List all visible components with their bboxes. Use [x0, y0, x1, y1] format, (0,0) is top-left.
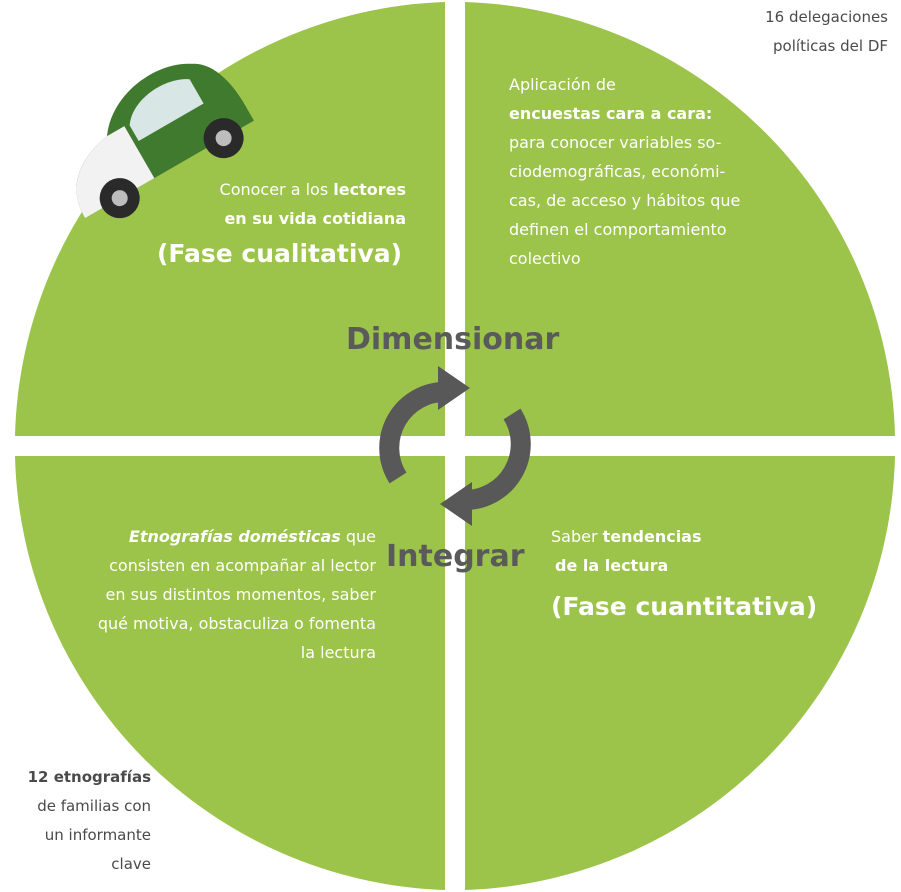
q2-text: Aplicación de encuestas cara a cara: par…	[509, 70, 789, 273]
q2-line7: colectivo	[509, 249, 581, 268]
quadrant-top-left	[15, 2, 445, 436]
note-top-right: 16 delegaciones políticas del DF	[720, 3, 888, 61]
q3-line1-a: Etnografías domésticas	[128, 527, 341, 546]
cycle-arrows-icon	[379, 381, 531, 511]
q3-line5: la lectura	[300, 643, 376, 662]
q4-line1-b: tendencias	[602, 527, 702, 546]
quadrant-bottom-right	[465, 456, 895, 890]
q4-text: Saber tendencias de la lectura	[551, 522, 811, 580]
note-bottom-line1: 12 etnografías	[27, 768, 151, 786]
q2-line1: Aplicación de	[509, 75, 616, 94]
q2-line6: definen el comportamiento	[509, 220, 727, 239]
q4-line1-a: Saber	[551, 527, 603, 546]
arrow-head-top	[438, 366, 470, 410]
quadrant-top-right	[465, 2, 895, 436]
arrow-head-bottom	[440, 482, 472, 526]
vw-beetle-taxi-icon	[76, 63, 254, 219]
q1-line1-b: lectores	[333, 180, 406, 199]
q2-line2: encuestas cara a cara:	[509, 104, 713, 123]
note-bottom-line3: un informante	[44, 826, 151, 844]
q1-phase: (Fase cualitativa)	[156, 239, 402, 268]
note-bottom-line2: de familias con	[37, 797, 151, 815]
q3-text: Etnografías domésticas que consisten en …	[90, 522, 376, 667]
center-bottom-word: Integrar	[386, 539, 525, 574]
q1-line2: en su vida cotidiana	[224, 209, 406, 228]
q4-line2: de la lectura	[555, 556, 669, 575]
center-top-word: Dimensionar	[346, 322, 560, 357]
note-top-line1: 16 delegaciones	[765, 8, 888, 26]
quadrant-bottom-left	[15, 456, 445, 890]
q2-line5: cas, de acceso y hábitos que	[509, 191, 741, 210]
q3-line4: qué motiva, obstaculiza o fomenta	[97, 614, 376, 633]
q3-line2: consisten en acompañar al lector	[109, 556, 376, 575]
q1-line1-a: Conocer a los	[219, 180, 334, 199]
q4-phase: (Fase cuantitativa)	[551, 592, 818, 621]
note-top-line2: políticas del DF	[773, 37, 888, 55]
q1-text: Conocer a los lectores en su vida cotidi…	[170, 175, 406, 233]
q3-line3: en sus distintos momentos, saber	[105, 585, 376, 604]
note-bottom-line4: clave	[111, 855, 151, 873]
q3-line1-b: que	[340, 527, 376, 546]
q2-line3: para conocer variables so-	[509, 133, 722, 152]
q2-line4: ciodemográficas, económi-	[509, 162, 726, 181]
note-bottom-left: 12 etnografías de familias con un inform…	[0, 763, 151, 879]
